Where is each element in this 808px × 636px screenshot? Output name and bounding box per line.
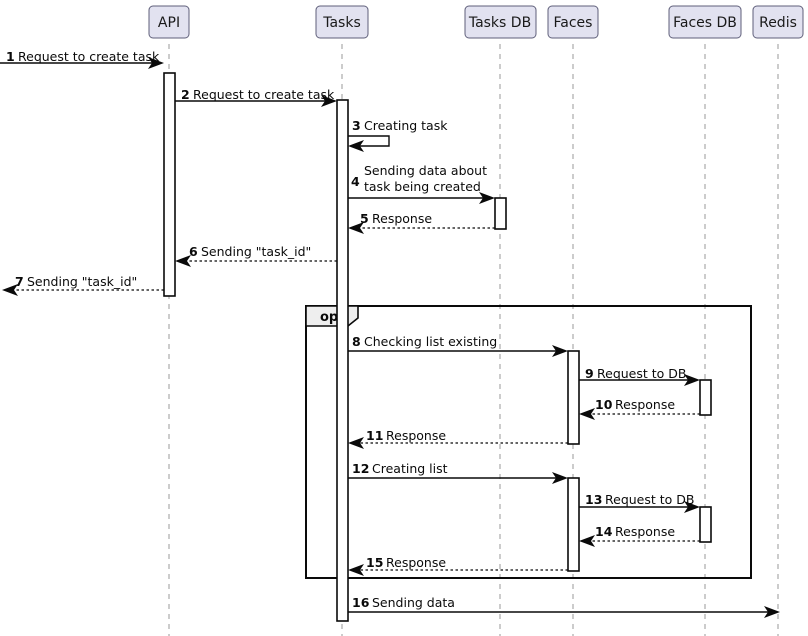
message-4-label-line1: Sending data about xyxy=(364,163,487,178)
message-11-seq: 11 xyxy=(366,428,383,443)
message-8-seq: 8 xyxy=(352,334,361,349)
message-9-seq: 9 xyxy=(585,366,594,381)
message-4[interactable]: 4 Sending data about task being created xyxy=(348,163,495,204)
message-2-label: Request to create task xyxy=(193,87,335,102)
message-3-seq: 3 xyxy=(352,118,361,133)
message-15-arrowhead xyxy=(348,564,364,576)
message-10-label: Response xyxy=(615,397,675,412)
message-1[interactable]: 1 Request to create task xyxy=(0,49,164,69)
message-13[interactable]: 13 Request to DB xyxy=(579,492,700,513)
participant-tasks-db-label: Tasks DB xyxy=(468,15,531,31)
message-12-label: Creating list xyxy=(372,461,448,476)
message-12[interactable]: 12 Creating list xyxy=(348,461,568,484)
message-11[interactable]: 11 Response xyxy=(348,428,568,449)
activation-api xyxy=(163,72,176,297)
message-6-seq: 6 xyxy=(189,244,198,259)
participant-tasks-db[interactable]: Tasks DB xyxy=(464,5,537,39)
participant-api-label: API xyxy=(158,15,180,31)
message-16-label: Sending data xyxy=(372,595,455,610)
message-15[interactable]: 15 Response xyxy=(348,555,568,576)
message-12-seq: 12 xyxy=(352,461,369,476)
message-2-seq: 2 xyxy=(181,87,190,102)
message-8-label: Checking list existing xyxy=(364,334,497,349)
message-9-arrowhead xyxy=(684,374,700,386)
messages-layer: 1 Request to create task 2 Request to cr… xyxy=(0,49,780,618)
message-16-arrowhead xyxy=(764,606,780,618)
activation-faces-1 xyxy=(567,350,580,445)
participant-tasks[interactable]: Tasks xyxy=(315,5,369,39)
participant-redis-label: Redis xyxy=(759,15,797,31)
message-3-line xyxy=(348,135,390,147)
message-11-label: Response xyxy=(386,428,446,443)
message-6-label: Sending "task_id" xyxy=(201,244,311,259)
message-1-label: Request to create task xyxy=(18,49,160,64)
message-5-seq: 5 xyxy=(360,211,369,226)
activation-tasks xyxy=(336,99,349,622)
activation-faces-2 xyxy=(567,477,580,572)
message-16-seq: 16 xyxy=(352,595,370,610)
message-5-label: Response xyxy=(372,211,432,226)
message-1-arrowhead xyxy=(148,57,164,69)
message-6-arrowhead xyxy=(175,255,191,267)
message-4-label-line2: task being created xyxy=(364,179,481,194)
participant-faces-db-label: Faces DB xyxy=(673,15,737,31)
message-10-seq: 10 xyxy=(595,397,613,412)
participants-layer: API Tasks Tasks DB Faces Faces DB Redis xyxy=(148,5,804,39)
message-15-seq: 15 xyxy=(366,555,383,570)
message-3-arrowhead xyxy=(348,140,364,152)
message-13-seq: 13 xyxy=(585,492,602,507)
activation-faces-db-1 xyxy=(699,379,712,416)
message-8[interactable]: 8 Checking list existing xyxy=(348,334,568,357)
message-6[interactable]: 6 Sending "task_id" xyxy=(175,244,337,267)
participant-tasks-db-box xyxy=(464,5,537,39)
message-14-label: Response xyxy=(615,524,675,539)
message-14-arrowhead xyxy=(579,535,595,547)
message-3[interactable]: 3 Creating task xyxy=(348,118,448,152)
message-15-label: Response xyxy=(386,555,446,570)
participant-faces-db[interactable]: Faces DB xyxy=(668,5,742,39)
opt-fragment-border xyxy=(305,305,752,579)
message-4-seq: 4 xyxy=(351,174,360,189)
participant-api-box xyxy=(148,5,190,39)
participant-tasks-box xyxy=(315,5,369,39)
message-13-label: Request to DB xyxy=(605,492,694,507)
message-2[interactable]: 2 Request to create task xyxy=(175,87,337,107)
message-10-arrowhead xyxy=(579,408,595,420)
participant-faces[interactable]: Faces xyxy=(547,5,599,39)
participant-api[interactable]: API xyxy=(148,5,190,39)
message-16[interactable]: 16 Sending data xyxy=(348,595,780,618)
message-13-arrowhead xyxy=(684,501,700,513)
message-7[interactable]: 7 Sending "task_id" xyxy=(2,274,164,296)
message-12-arrowhead xyxy=(552,472,568,484)
participant-redis-box xyxy=(752,5,804,39)
activations-layer xyxy=(163,72,712,622)
message-14-seq: 14 xyxy=(595,524,613,539)
participant-redis[interactable]: Redis xyxy=(752,5,804,39)
message-7-seq: 7 xyxy=(15,274,24,289)
participant-faces-db-box xyxy=(668,5,742,39)
message-2-arrowhead xyxy=(321,95,337,107)
message-4-arrowhead xyxy=(479,192,495,204)
message-8-arrowhead xyxy=(552,345,568,357)
activation-tasks-db xyxy=(494,197,507,230)
message-14[interactable]: 14 Response xyxy=(579,524,700,547)
participant-faces-box xyxy=(547,5,599,39)
message-9[interactable]: 9 Request to DB xyxy=(579,366,700,386)
message-7-label: Sending "task_id" xyxy=(27,274,137,289)
activation-faces-db-2 xyxy=(699,506,712,543)
message-5-arrowhead xyxy=(348,222,364,234)
message-9-label: Request to DB xyxy=(597,366,686,381)
message-5[interactable]: 5 Response xyxy=(348,211,495,234)
participant-tasks-label: Tasks xyxy=(322,15,361,31)
message-3-label: Creating task xyxy=(364,118,448,133)
message-1-seq: 1 xyxy=(6,49,15,64)
message-7-arrowhead xyxy=(2,284,18,296)
message-10[interactable]: 10 Response xyxy=(579,397,700,420)
message-11-arrowhead xyxy=(348,437,364,449)
participant-faces-label: Faces xyxy=(554,15,593,31)
